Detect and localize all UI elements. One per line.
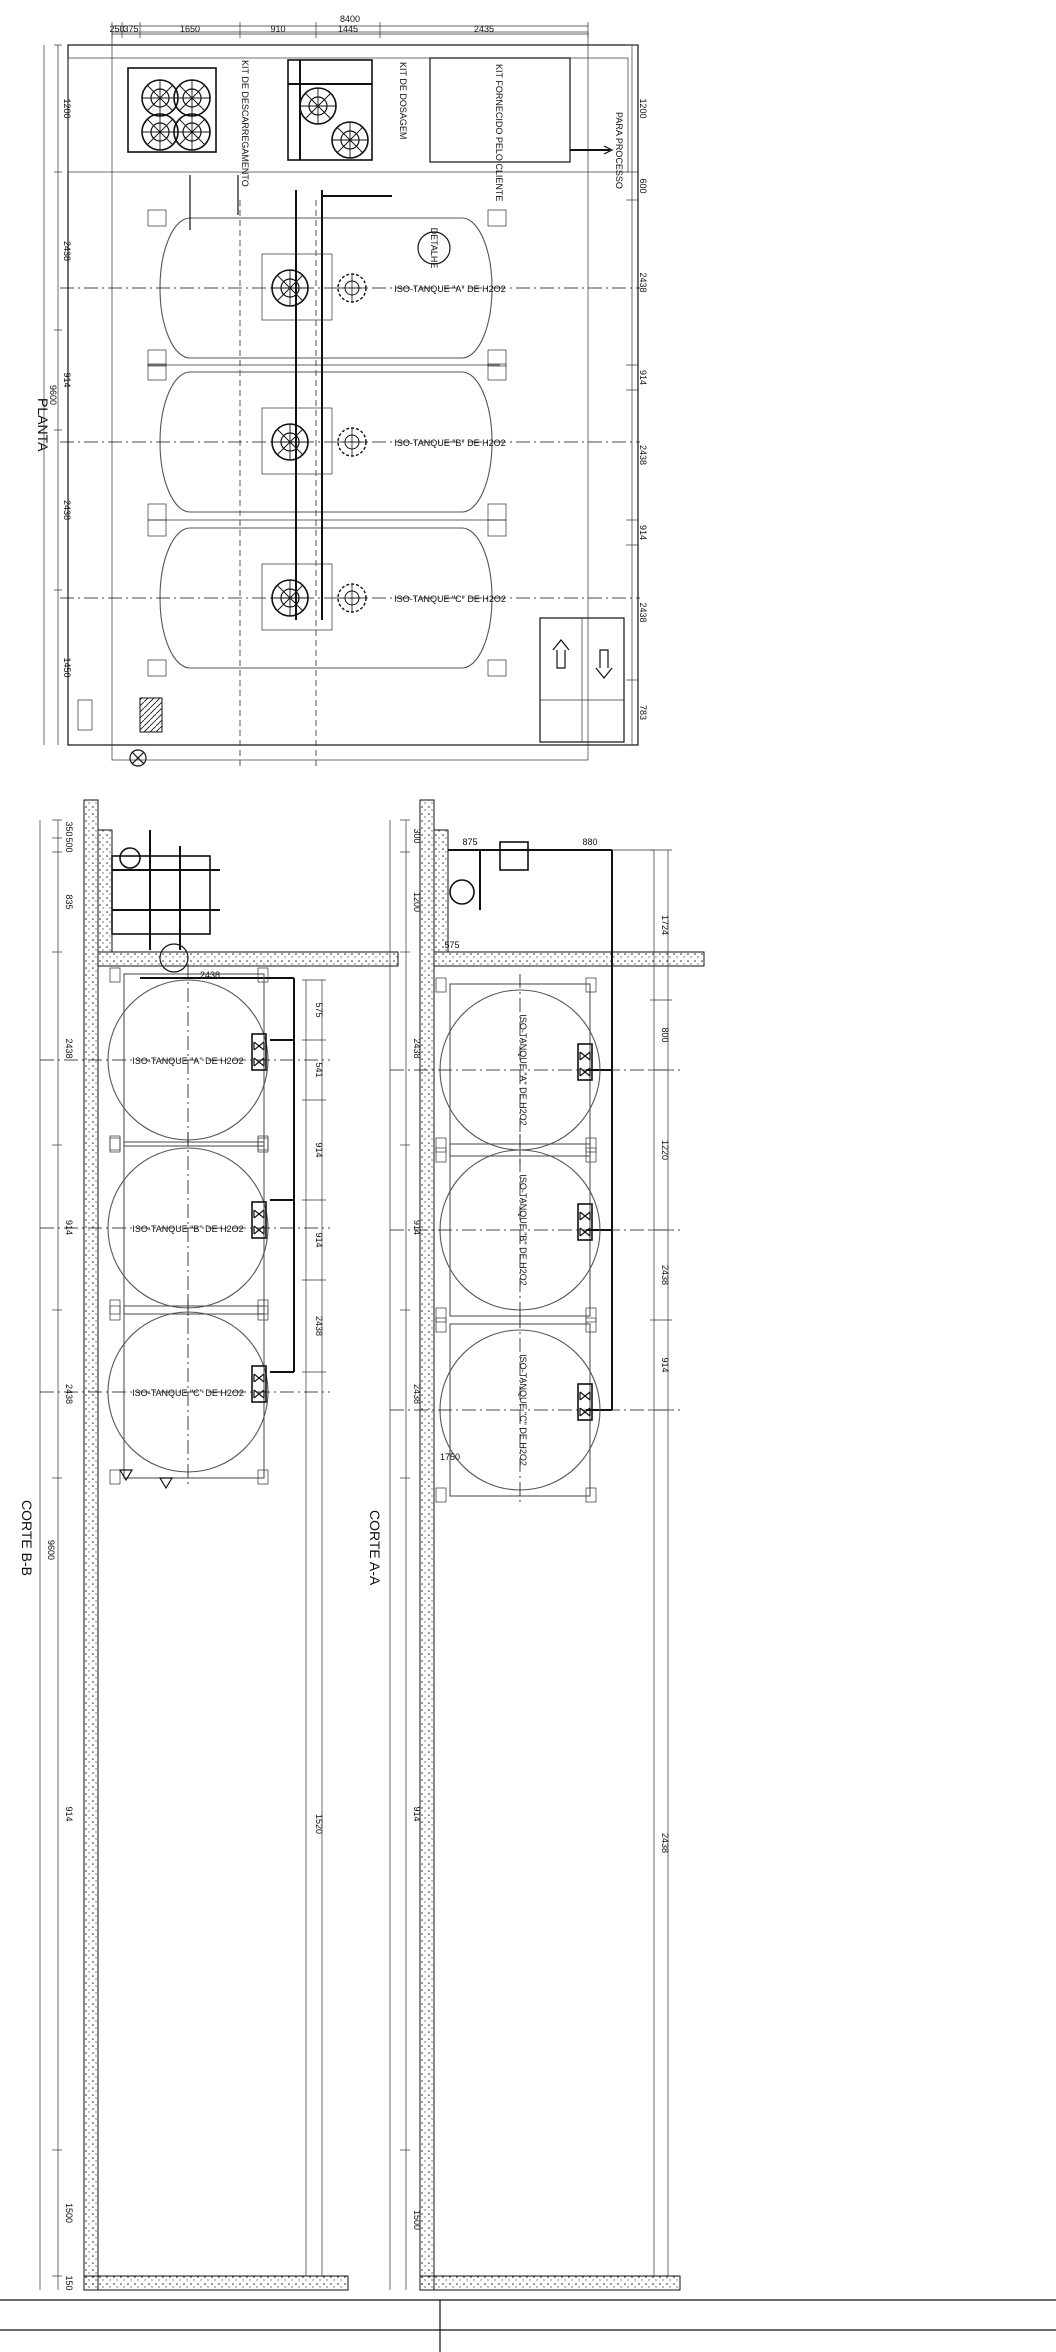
title-block (0, 2299, 1056, 2352)
dim-bb-right-5: 1520 (314, 1814, 324, 1834)
dim-aa-left-5: 914 (412, 1806, 422, 1821)
dim-aa-left-2: 2438 (412, 1038, 422, 1058)
plan-tank-label-0: ISO-TANQUE "A" DE H2O2 (394, 284, 505, 294)
dim-bb-left-2: 835 (64, 894, 74, 909)
kit-descarga-label: KIT DE DESCARREGAMENTO (240, 60, 250, 187)
dim-aa-right-3: 2438 (660, 1265, 670, 1285)
misc-dims: 875 880 2438 575 1750 (200, 837, 598, 1462)
dim-bb-right-3: 914 (314, 1232, 324, 1247)
dim-misc-0: 875 (462, 837, 477, 847)
dim-misc-4: 1750 (440, 1452, 460, 1462)
dim-misc-3: 575 (444, 940, 459, 950)
dim-left-1: 2438 (62, 241, 72, 261)
dim-right-0: 1200 (638, 98, 648, 118)
dim-bb-left-5: 2438 (64, 1384, 74, 1404)
dim-top-1: 375 (123, 24, 138, 34)
dim-right-2: 2438 (638, 272, 648, 292)
corte-aa-title: CORTE A-A (367, 1510, 383, 1586)
kit-dosagem-label: KIT DE DOSAGEM (398, 62, 408, 139)
aa-tank-label-1: ISO-TANQUE "B" DE H2O2 (518, 1174, 528, 1285)
dim-right-3: 914 (638, 370, 648, 385)
dim-right-6: 2438 (638, 602, 648, 622)
dim-aa-right-0: 1724 (660, 915, 670, 935)
bb-tank-label-1: ISO-TANQUE "B" DE H2O2 (132, 1224, 243, 1234)
dim-right-7: 783 (638, 705, 648, 720)
dim-top-total: 8400 (340, 14, 360, 24)
dim-aa-left-4: 2438 (412, 1384, 422, 1404)
dim-misc-2: 2438 (200, 970, 220, 980)
dim-bb-left-total: 9600 (46, 1540, 56, 1560)
dim-bb-right-4: 2438 (314, 1316, 324, 1336)
dim-aa-right-1: 800 (660, 1027, 670, 1042)
kit-cliente-label: KIT FORNECIDO PELO CLIENTE (494, 64, 504, 201)
corte-bb-title: CORTE B-B (19, 1500, 35, 1576)
dim-bb-left-3: 2438 (64, 1038, 74, 1058)
dim-bb-right-2: 914 (314, 1142, 324, 1157)
dim-left-2: 914 (62, 372, 72, 387)
dim-aa-right-5: 2438 (660, 1833, 670, 1853)
plan-tank-label-1: ISO-TANQUE "B" DE H2O2 (394, 438, 505, 448)
dim-aa-right-4: 914 (660, 1357, 670, 1372)
dim-bb-left-7: 1500 (64, 2203, 74, 2223)
dim-bb-left-4: 914 (64, 1220, 74, 1235)
dim-top-4: 1445 (338, 24, 358, 34)
detail-bubble-label: DETALHE (429, 228, 439, 269)
dim-bb-right-1: 541 (314, 1062, 324, 1077)
dim-right-4: 2438 (638, 445, 648, 465)
dim-right-5: 914 (638, 525, 648, 540)
dim-top-3: 910 (270, 24, 285, 34)
dim-aa-left-0: 300 (412, 828, 422, 843)
plan-tank-label-2: ISO-TANQUE "C" DE H2O2 (394, 594, 506, 604)
dim-left-total: 9600 (48, 385, 58, 405)
dim-left-4: 1450 (62, 657, 72, 677)
dim-aa-left-6: 1500 (412, 2210, 422, 2230)
dim-misc-1: 880 (582, 837, 597, 847)
planta-title: PLANTA (35, 398, 51, 452)
dim-bb-right-0: 575 (314, 1002, 324, 1017)
dim-bb-left-6: 914 (64, 1806, 74, 1821)
dim-top-0: 250 (109, 24, 124, 34)
dim-top-5: 2435 (474, 24, 494, 34)
dim-aa-left-3: 914 (412, 1220, 422, 1235)
dim-top-2: 1650 (180, 24, 200, 34)
dim-right-1: 600 (638, 178, 648, 193)
section-aa: 300 1200 2438 914 2438 914 1500 ISO-TANQUE "A"… (367, 799, 705, 2291)
dim-left-3: 2438 (62, 500, 72, 520)
bb-tank-label-0: ISO-TANQUE "A" DE H2O2 (132, 1056, 243, 1066)
dim-left-0: 1200 (62, 98, 72, 118)
dim-bb-left-1: 500 (64, 837, 74, 852)
para-processo-label: PARA PROCESSO (614, 112, 624, 189)
dim-bb-left-8: 150 (64, 2275, 74, 2290)
dim-bb-left-0: 350 (64, 821, 74, 836)
aa-tank-label-2: ISO-TANQUE "C" DE H2O2 (518, 1354, 528, 1466)
aa-tank-label-0: ISO-TANQUE "A" DE H2O2 (518, 1014, 528, 1125)
bb-tank-label-2: ISO-TANQUE "C" DE H2O2 (132, 1388, 244, 1398)
dim-aa-right-2: 1220 (660, 1140, 670, 1160)
dim-aa-left-1: 1200 (412, 892, 422, 912)
